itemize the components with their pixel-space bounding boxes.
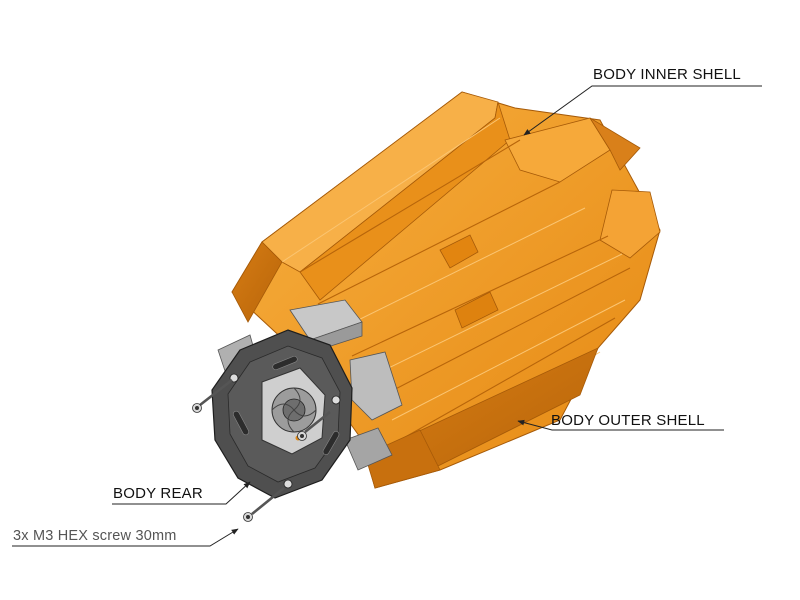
flute-highlights	[281, 117, 626, 461]
inner-shell-notch-2	[454, 291, 499, 329]
rear-slot-top	[272, 355, 298, 371]
screw-hole-2	[331, 395, 341, 405]
callout-body-outer-shell: BODY OUTER SHELL	[551, 412, 705, 429]
body-inner-shell	[439, 234, 479, 269]
flute-top-2	[504, 117, 611, 183]
fan-blades	[271, 387, 317, 433]
flute-underside-3	[364, 429, 441, 489]
rear-slot-right	[322, 431, 340, 455]
flute-top-2-side	[589, 117, 641, 171]
body-rear-assembly	[211, 299, 403, 499]
leader-rear	[112, 481, 251, 505]
callout-body-inner-shell: BODY INNER SHELL	[593, 66, 741, 83]
callout-m3-screw: 3x M3 HEX screw 30mm	[13, 528, 177, 544]
flute-underside-2	[231, 241, 283, 323]
rear-slot-left	[233, 410, 249, 436]
leader-lines	[12, 85, 762, 547]
leader-outer-shell	[517, 419, 724, 431]
screw-3	[243, 486, 285, 522]
leader-inner-shell	[523, 85, 762, 136]
rear-bracket-bottom	[344, 427, 393, 471]
screw-1	[192, 378, 233, 413]
flute-top-1-side	[299, 101, 511, 301]
screw-2	[297, 410, 331, 441]
screw-hole-3	[283, 479, 293, 489]
leader-screw	[12, 528, 239, 547]
flute-right-1	[599, 189, 661, 259]
m3-hex-screws	[192, 378, 331, 522]
flute-edges	[299, 139, 631, 441]
callout-body-rear: BODY REAR	[113, 485, 203, 502]
